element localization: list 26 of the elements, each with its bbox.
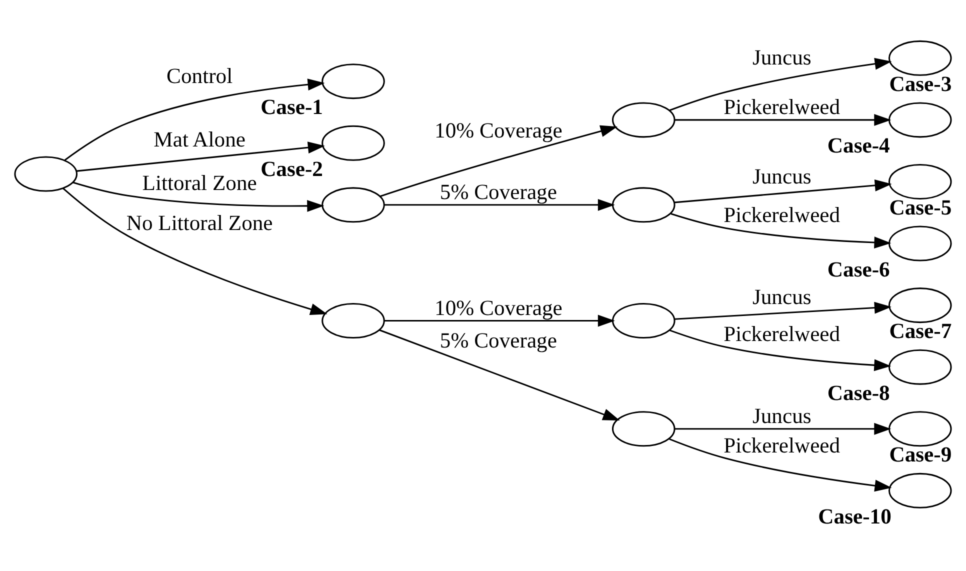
node-label: Case-6 — [827, 256, 890, 281]
node-label: Case-7 — [889, 318, 952, 343]
edge-label: Littoral Zone — [142, 170, 257, 194]
node-label: Case-3 — [889, 71, 952, 96]
node-label: Case-9 — [889, 442, 952, 466]
edge-label: Pickerelweed — [724, 432, 840, 457]
node-label: Case-4 — [827, 133, 890, 158]
edge-label: Control — [166, 64, 233, 88]
edge-label: No Littoral Zone — [126, 210, 273, 234]
edge-label: Pickerelweed — [724, 94, 840, 119]
node-label: Case-8 — [827, 380, 890, 404]
edge-label: 10% Coverage — [434, 118, 562, 142]
node-label: Case-1 — [260, 94, 323, 119]
edge-label: Juncus — [752, 164, 812, 188]
edge-label: 10% Coverage — [434, 295, 562, 320]
edge-label: Pickerelweed — [724, 202, 840, 227]
node-label: Case-10 — [818, 504, 892, 528]
edge-label: 5% Coverage — [440, 328, 557, 352]
edge-label: Mat Alone — [154, 127, 246, 152]
node-label: Case-2 — [260, 156, 323, 180]
edge-label: Juncus — [752, 45, 812, 70]
edge-label: Pickerelweed — [724, 322, 840, 346]
edge-label: Juncus — [752, 284, 812, 309]
node-label: Case-5 — [889, 194, 952, 219]
edge-label: Juncus — [752, 404, 812, 428]
edge-label: 5% Coverage — [440, 180, 557, 204]
